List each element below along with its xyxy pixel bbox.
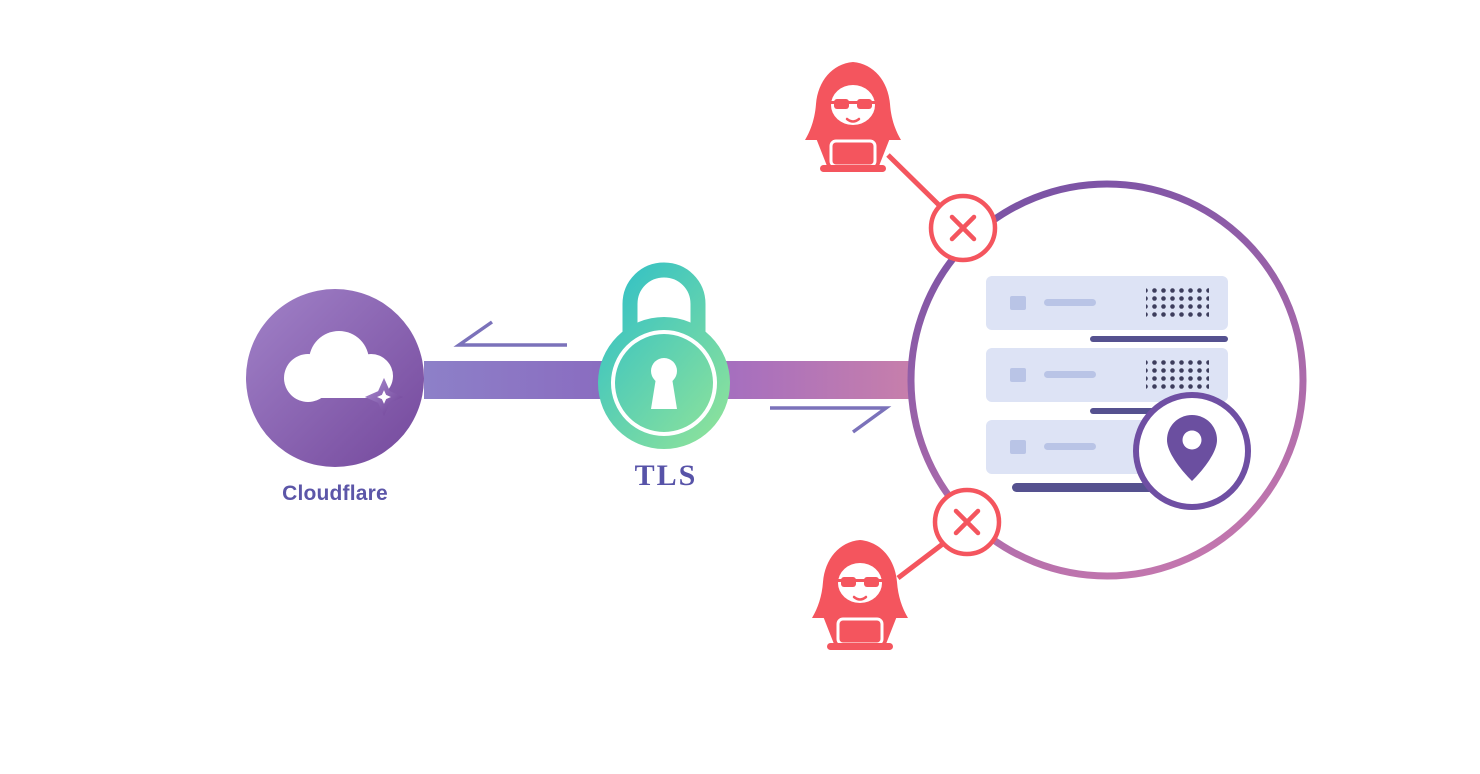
arrow-right-icon: [770, 406, 892, 434]
right-flow-bar: [700, 361, 912, 399]
attacker-bottom: [810, 487, 1002, 652]
server-dots: [1146, 360, 1209, 391]
location-pin-badge: [1133, 392, 1251, 510]
keyhole-icon: [651, 358, 677, 409]
arrow-left-icon: [453, 320, 567, 347]
blocked-connection-line: [886, 153, 943, 209]
cloudflare-label: Cloudflare: [282, 482, 388, 505]
hacker-icon: [803, 60, 903, 174]
server-row: [986, 276, 1228, 330]
server-base-line: [1012, 483, 1182, 492]
blocked-connection-line: [896, 541, 946, 580]
server-row: [986, 348, 1228, 402]
cloudflare-node: [246, 289, 424, 467]
server-dots: [1146, 288, 1209, 319]
cloudflare-cloud-icon: [284, 331, 404, 417]
attacker-top: [803, 60, 998, 263]
location-pin-icon: [1167, 415, 1217, 481]
blocked-x-icon: [932, 487, 1002, 557]
blocked-x-icon: [928, 193, 998, 263]
tls-lock-icon: [598, 262, 730, 449]
left-flow-bar: [424, 361, 604, 399]
hacker-icon: [810, 538, 910, 652]
server-divider-line: [1090, 336, 1228, 342]
tls-label: TLS: [634, 459, 698, 492]
